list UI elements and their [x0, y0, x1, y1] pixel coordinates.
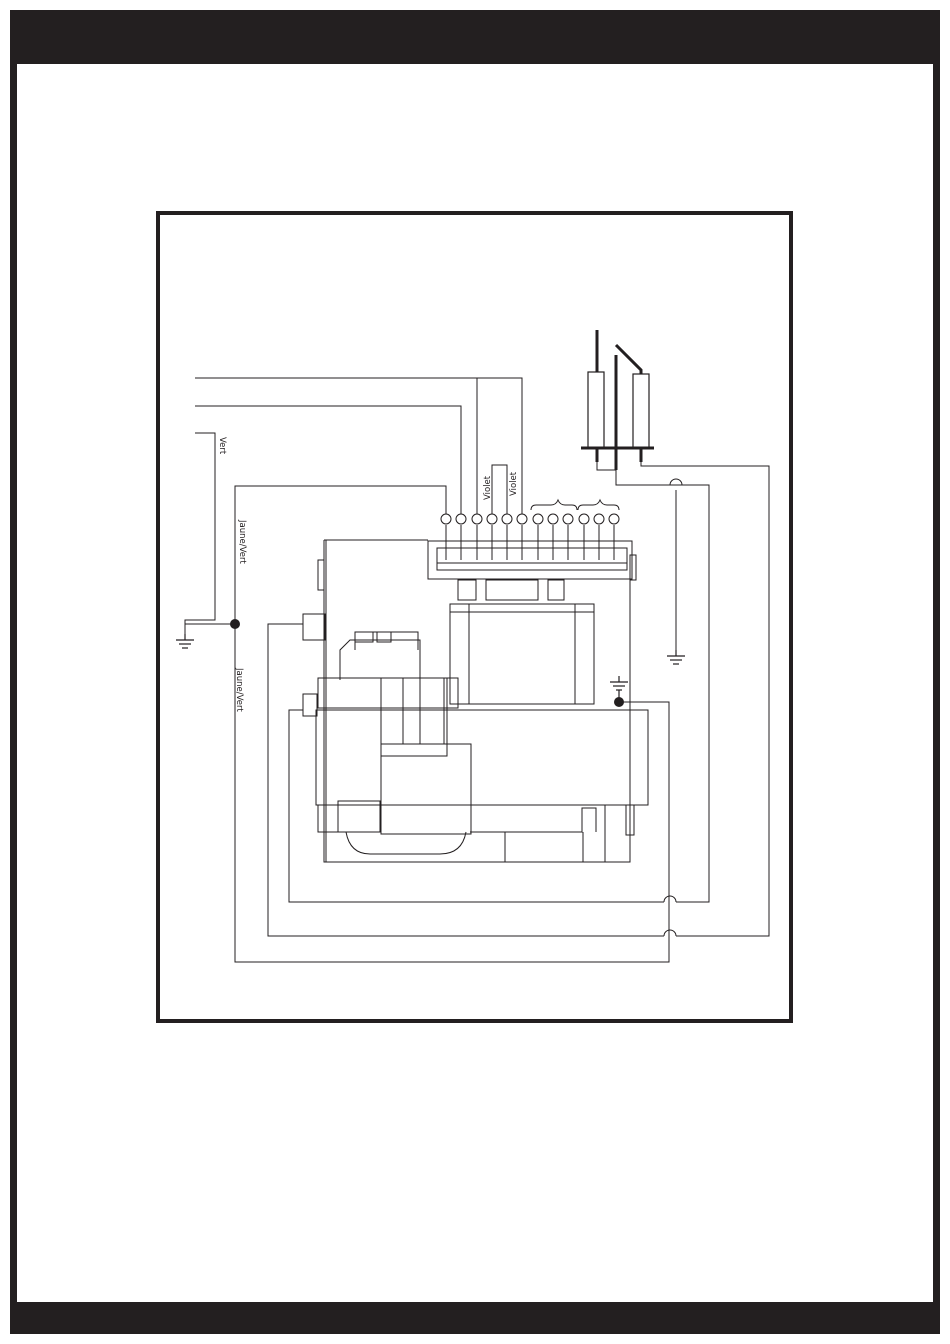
- connector-strip: [428, 541, 632, 579]
- ground-symbol-right: [667, 650, 685, 664]
- supply-wire-1: [195, 378, 522, 515]
- loop-wire-outer: [268, 624, 664, 936]
- ground-symbol-left: [176, 634, 194, 648]
- control-module: [303, 540, 648, 862]
- diagram-border: [158, 213, 791, 1021]
- loop-wire-right: [641, 450, 769, 936]
- jaune-vert-wire: [235, 486, 669, 962]
- label-vert: Vert: [217, 437, 227, 455]
- wire-hop-1: [664, 896, 676, 902]
- violet-wire-loop: [492, 465, 507, 515]
- junction-dot-module: [614, 697, 624, 707]
- wire-hop-3: [670, 479, 682, 485]
- wires: [185, 378, 769, 962]
- loop-wire-inner: [289, 710, 664, 902]
- label-jaune-vert-upper: Jaune/Vert: [237, 519, 247, 564]
- label-violet-left: Violet: [483, 475, 493, 500]
- ground-symbols: [176, 634, 685, 702]
- label-violet-right: Violet: [509, 471, 519, 496]
- terminal-braces: [531, 500, 619, 510]
- vert-ground-wire: [185, 433, 215, 634]
- ignition-electrodes: [581, 330, 654, 470]
- label-jaune-vert-lower: Jaune/Vert: [234, 667, 244, 712]
- terminal-block: [441, 514, 619, 524]
- electrode-wire: [597, 450, 616, 470]
- wire-hop-2: [664, 930, 676, 936]
- junction-dot-left: [230, 619, 240, 629]
